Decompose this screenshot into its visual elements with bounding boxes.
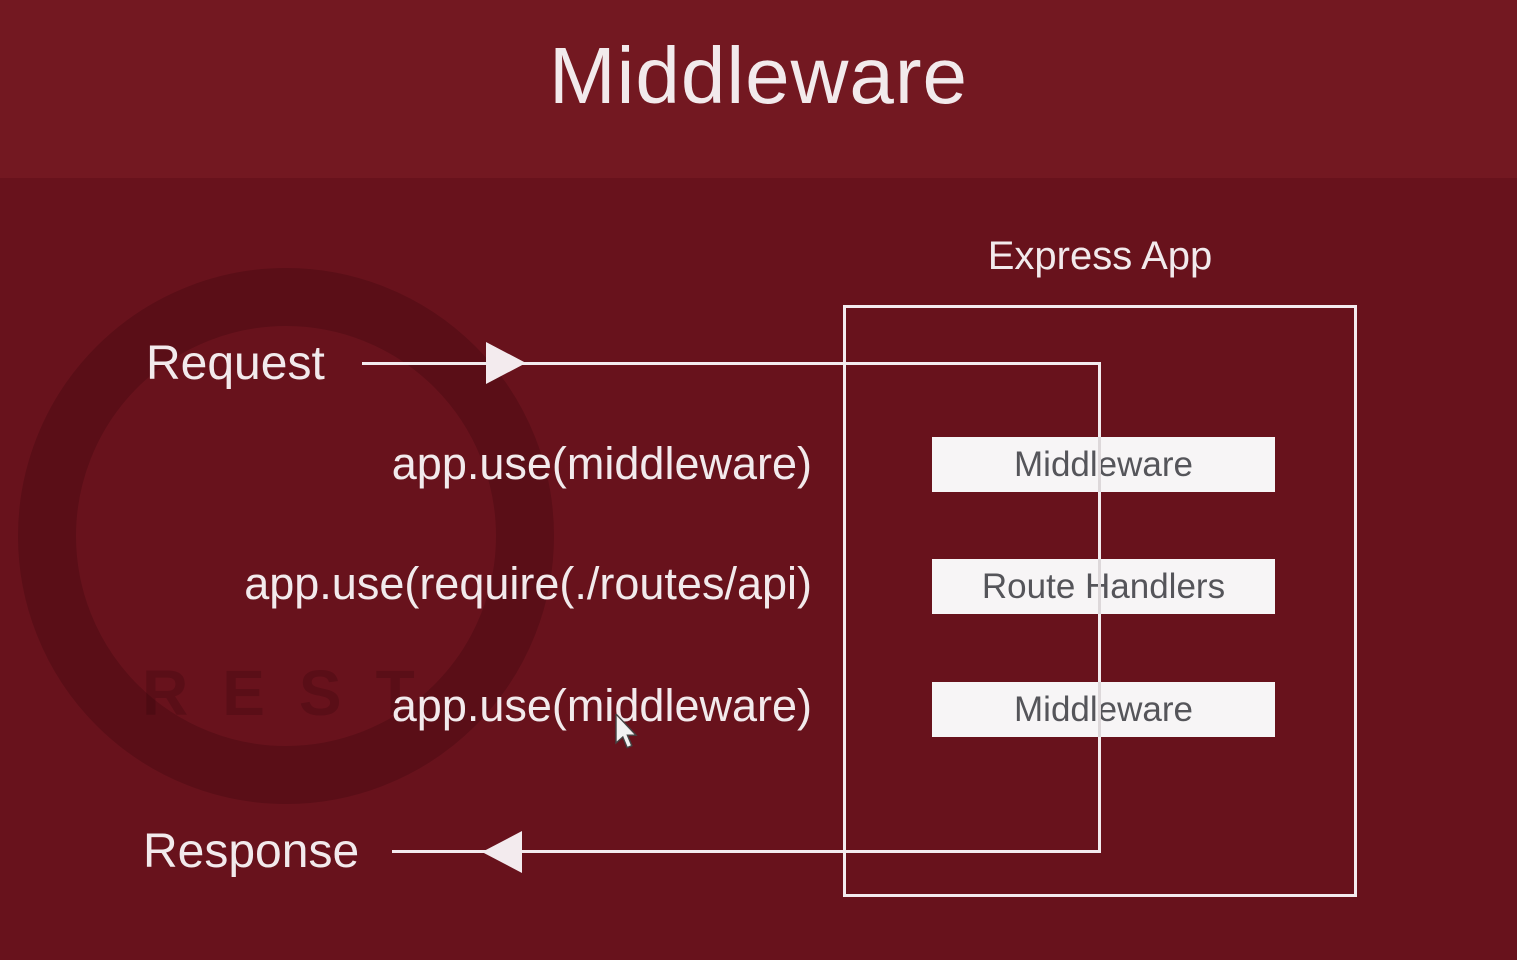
- code-line-app-use-middleware-1: app.use(middleware): [391, 438, 812, 489]
- title-band: Middleware: [0, 0, 1517, 178]
- code-line-app-use-require-routes: app.use(require(./routes/api): [244, 558, 812, 609]
- request-label: Request: [146, 337, 325, 390]
- box-through-line: [1098, 437, 1101, 492]
- middleware-box-2-label: Middleware: [1014, 689, 1193, 729]
- response-flow-line: [392, 850, 1100, 853]
- request-arrow-right-icon: [486, 342, 526, 384]
- box-through-line: [1098, 682, 1101, 737]
- mouse-cursor: [615, 714, 638, 749]
- middleware-box-2: Middleware: [932, 682, 1275, 737]
- middleware-box-1-label: Middleware: [1014, 444, 1193, 484]
- express-app-box: [843, 305, 1357, 897]
- request-flow-line: [362, 362, 1100, 365]
- response-arrow-left-icon: [482, 831, 522, 873]
- rest-watermark-text: REST: [142, 657, 449, 729]
- express-app-label: Express App: [987, 234, 1213, 278]
- slide-title: Middleware: [548, 31, 969, 120]
- code-line-app-use-middleware-2: app.use(middleware): [391, 680, 812, 731]
- route-handlers-box-label: Route Handlers: [981, 566, 1226, 606]
- middleware-box-1: Middleware: [932, 437, 1275, 492]
- box-through-line: [1098, 559, 1101, 614]
- route-handlers-box: Route Handlers: [932, 559, 1275, 614]
- response-label: Response: [143, 825, 360, 878]
